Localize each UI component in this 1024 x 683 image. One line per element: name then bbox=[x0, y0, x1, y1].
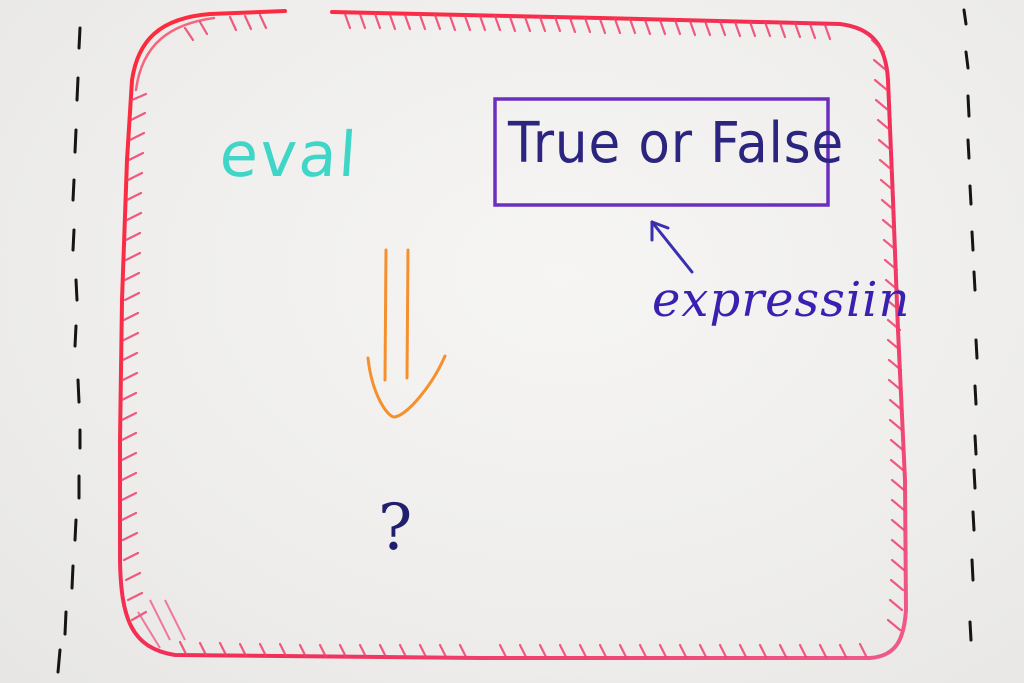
eval-label: eval bbox=[217, 118, 361, 191]
expression-label: expressiin bbox=[652, 272, 911, 328]
frame-hatching bbox=[120, 12, 906, 659]
true-false-box bbox=[493, 97, 830, 207]
pointer-arrow bbox=[650, 220, 694, 274]
true-or-false-label: True or False bbox=[508, 111, 845, 176]
corner-scribble bbox=[137, 599, 186, 649]
down-arrow bbox=[366, 248, 447, 419]
frame-outline bbox=[118, 9, 908, 660]
left-dashed-line bbox=[56, 26, 82, 674]
question-mark: ? bbox=[378, 491, 413, 565]
right-dashed-line bbox=[962, 8, 979, 642]
